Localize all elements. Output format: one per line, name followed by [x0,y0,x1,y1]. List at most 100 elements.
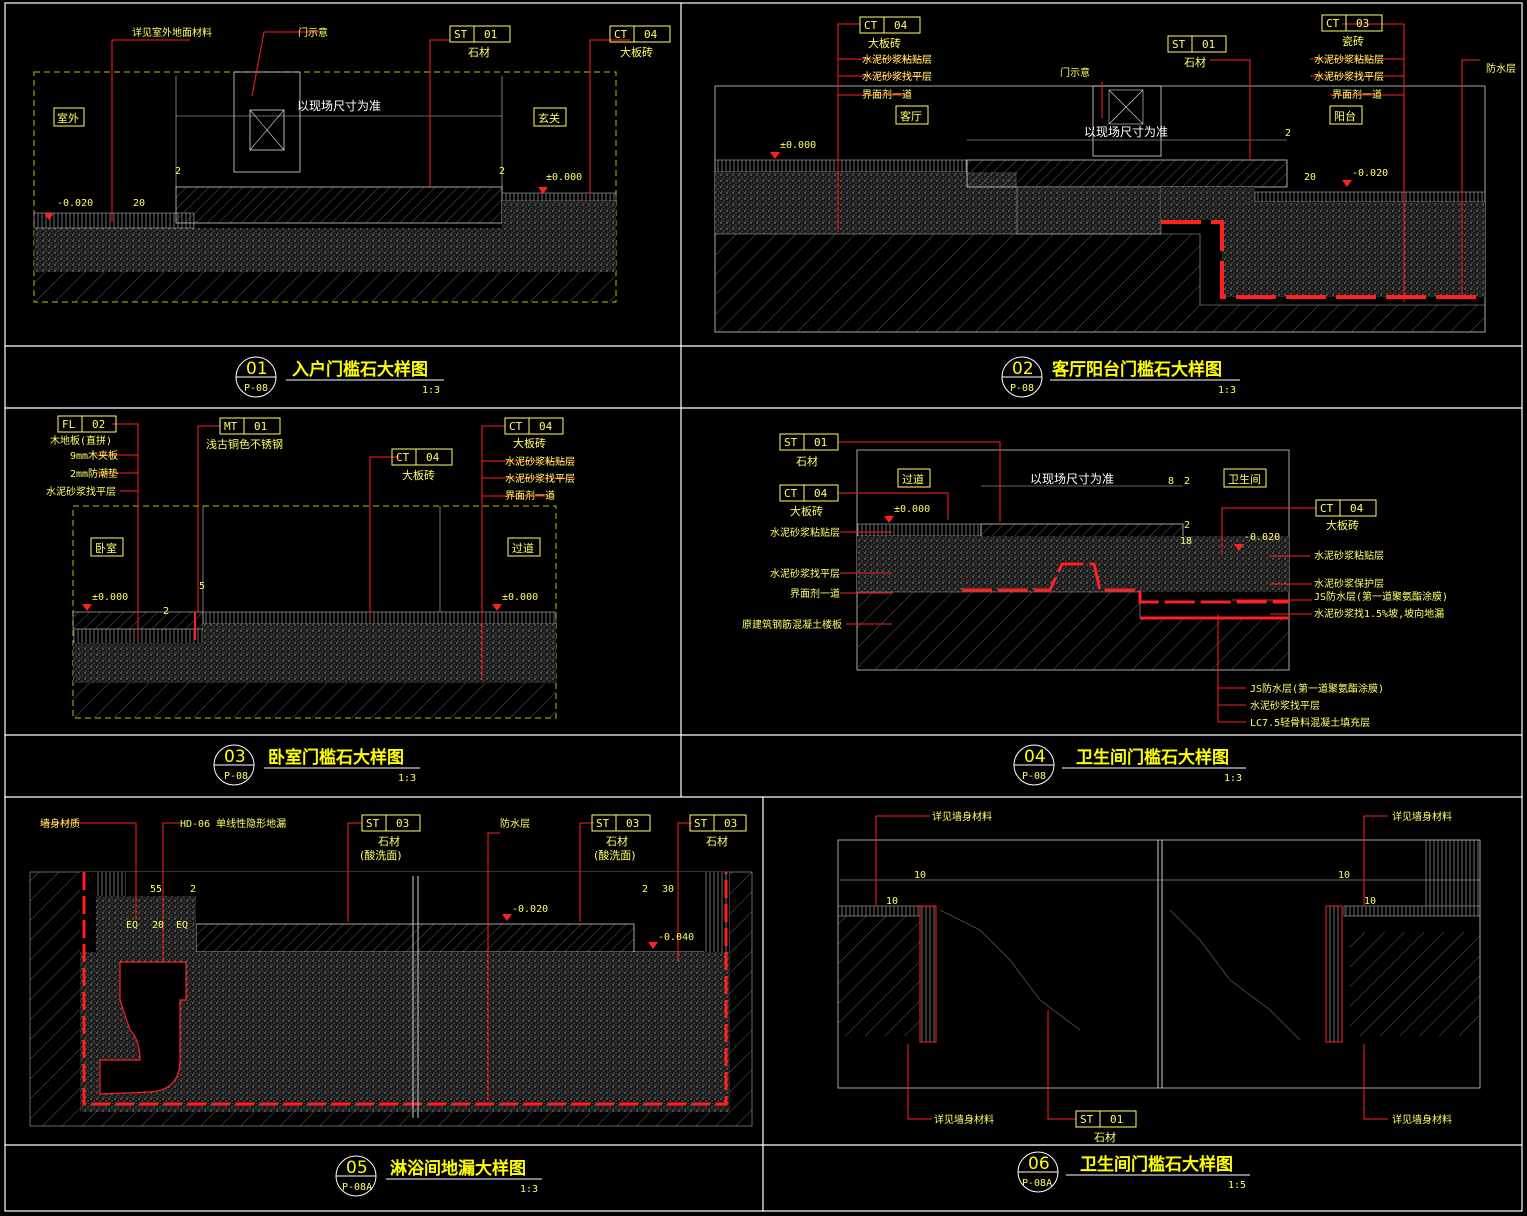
layer-label: 界面剂一道 [862,88,912,101]
dim-eq: EQ [126,920,138,931]
level-marker-icon [884,516,894,523]
tag-desc: 大板砖 [620,45,653,59]
panel-04: ST 01 石材 CT 04 大板砖 水泥砂浆粘贴层 水泥砂浆找平层 界面剂一道… [742,433,1448,786]
detail-scale: 1:3 [1224,773,1242,784]
layer-label: 水泥砂浆粘贴层 [1314,549,1384,562]
drain-label: HD-06 单线性隐形地漏 [180,817,286,830]
panel-03-title-block: 03 P-08 卧室门槛石大样图 1:3 [213,744,420,786]
tag-desc: 石材 [1094,1130,1116,1144]
tag-num: 03 [1356,17,1369,30]
panel-02-leaders [837,23,1480,302]
layer-label: 水泥砂浆找平层 [1250,699,1320,712]
dimension-note: 以现场尺寸为准 [1030,472,1114,486]
panel-03-text: FL 02 木地板(直拼) 9mm木夹板 2mm防潮垫 水泥砂浆找平层 MT 0… [46,415,575,617]
layer-label: JS防水层(第一道聚氨酯涂膜) [1314,590,1448,603]
layer-label: 水泥砂浆找平层 [505,472,575,485]
level-marker-icon [648,942,658,949]
panel-01-leaders [111,31,630,222]
panel-06-text: 详见墙身材料 详见墙身材料 详见墙身材料 详见墙身材料 10 10 10 10 … [886,810,1452,1144]
level-marker-icon [492,604,502,611]
tag-desc: 木地板(直拼) [50,434,112,447]
detail-title: 客厅阳台门槛石大样图 [1051,359,1222,380]
level-left: ±0.000 [780,140,816,151]
tag-code: ST [1080,1113,1094,1126]
tag-num: 03 [724,817,737,830]
layer-label: 水泥砂浆粘贴层 [505,455,575,468]
tag-num: 02 [92,418,105,431]
detail-scale: 1:5 [1228,1180,1246,1191]
tag-desc: 石材 [378,834,400,848]
detail-number: 05 [346,1158,368,1178]
dim-2: 2 [1184,520,1190,531]
layer-label: 水泥砂浆粘贴层 [862,53,932,66]
tag-desc-2: (酸洗面) [594,848,636,862]
panel-03: FL 02 木地板(直拼) 9mm木夹板 2mm防潮垫 水泥砂浆找平层 MT 0… [46,415,575,786]
door-note: 门示意 [298,26,328,39]
level-marker-icon [1342,180,1352,187]
dim-2: 2 [190,884,196,895]
sheet-ref: P-08A [1022,1178,1052,1189]
sheet-ref: P-08 [244,383,268,394]
layer-label: 界面剂一道 [1332,88,1382,101]
panel-06-leaders [875,815,1388,1120]
panel-01: 室外 玄关 以现场尺寸为准 门示意 详见室外地面材料 -0.020 ±0.000… [33,25,671,398]
level-left: ±0.000 [92,592,128,603]
tag-code: ST [596,817,610,830]
level-right: ±0.000 [502,592,538,603]
panel-01-section [33,71,617,302]
tag-num: 03 [396,817,409,830]
dim-2: 2 [1285,128,1291,139]
tag-desc: 石材 [796,454,818,468]
dim-20: 20 [133,198,145,209]
tag-code: FL [62,418,76,431]
waterproof-label: 防水层 [1486,62,1516,75]
dim-eq: EQ [176,920,188,931]
tag-num: 04 [814,487,828,500]
panel-04-title-block: 04 P-08 卫生间门槛石大样图 1:3 [1013,744,1246,786]
layer-label: 水泥砂浆找平层 [46,485,116,498]
tag-desc: 石材 [706,834,728,848]
label-corridor: 过道 [512,541,534,555]
door-note: 门示意 [1060,66,1090,79]
level-marker-icon [1234,544,1244,551]
tag-code: CT [396,451,410,464]
tag-code: CT [509,420,523,433]
tag-code: ST [454,28,468,41]
layer-label: 水泥砂浆保护层 [1314,577,1384,590]
detail-title: 入户门槛石大样图 [292,359,428,380]
level-left: -0.020 [57,198,93,209]
tag-code: ST [366,817,380,830]
wall-material-note: 详见墙身材料 [934,1113,994,1126]
label-foyer: 玄关 [538,111,560,125]
layer-label: LC7.5轻骨料混凝土填充层 [1250,716,1370,729]
layer-label: 水泥砂浆粘贴层 [1314,53,1384,66]
layer-label: 水泥砂浆找平层 [862,70,932,83]
layer-label: 水泥砂浆找平层 [770,567,840,580]
panel-01-title-block: 01 P-08 入户门槛石大样图 1:3 [235,356,444,398]
wall-material-note: 详见墙身材料 [932,810,992,823]
tag-code: CT [614,28,628,41]
label-balcony: 阳台 [1334,109,1356,123]
tag-desc: 石材 [1184,55,1206,69]
sheet-ref: P-08 [1022,771,1046,782]
dimension-note: 以现场尺寸为准 [1084,125,1168,139]
dim-20: 20 [152,920,164,931]
tag-num: 01 [1110,1113,1123,1126]
tag-code: ST [1172,38,1186,51]
layer-label: 原建筑钢筋混凝土楼板 [742,618,842,631]
layer-label: 界面剂一道 [505,489,555,502]
panel-02: CT 04 大板砖 水泥砂浆粘贴层 水泥砂浆找平层 界面剂一道 ST 01 石材… [714,14,1516,398]
level-marker-icon [502,914,512,921]
tag-desc: 大板砖 [1326,518,1359,532]
panel-05-leaders [40,822,692,1100]
tag-desc: 大板砖 [513,436,546,450]
dimension-note: 以现场尺寸为准 [297,99,381,113]
dim-10: 10 [1364,896,1376,907]
wall-material-label: 墙身材质 [40,817,80,830]
tag-num: 01 [1202,38,1215,51]
panel-05-section [29,871,753,1127]
dim-30: 30 [662,884,674,895]
tag-desc: 大板砖 [402,468,435,482]
detail-scale: 1:3 [1218,385,1236,396]
level-marker-icon [44,213,54,220]
